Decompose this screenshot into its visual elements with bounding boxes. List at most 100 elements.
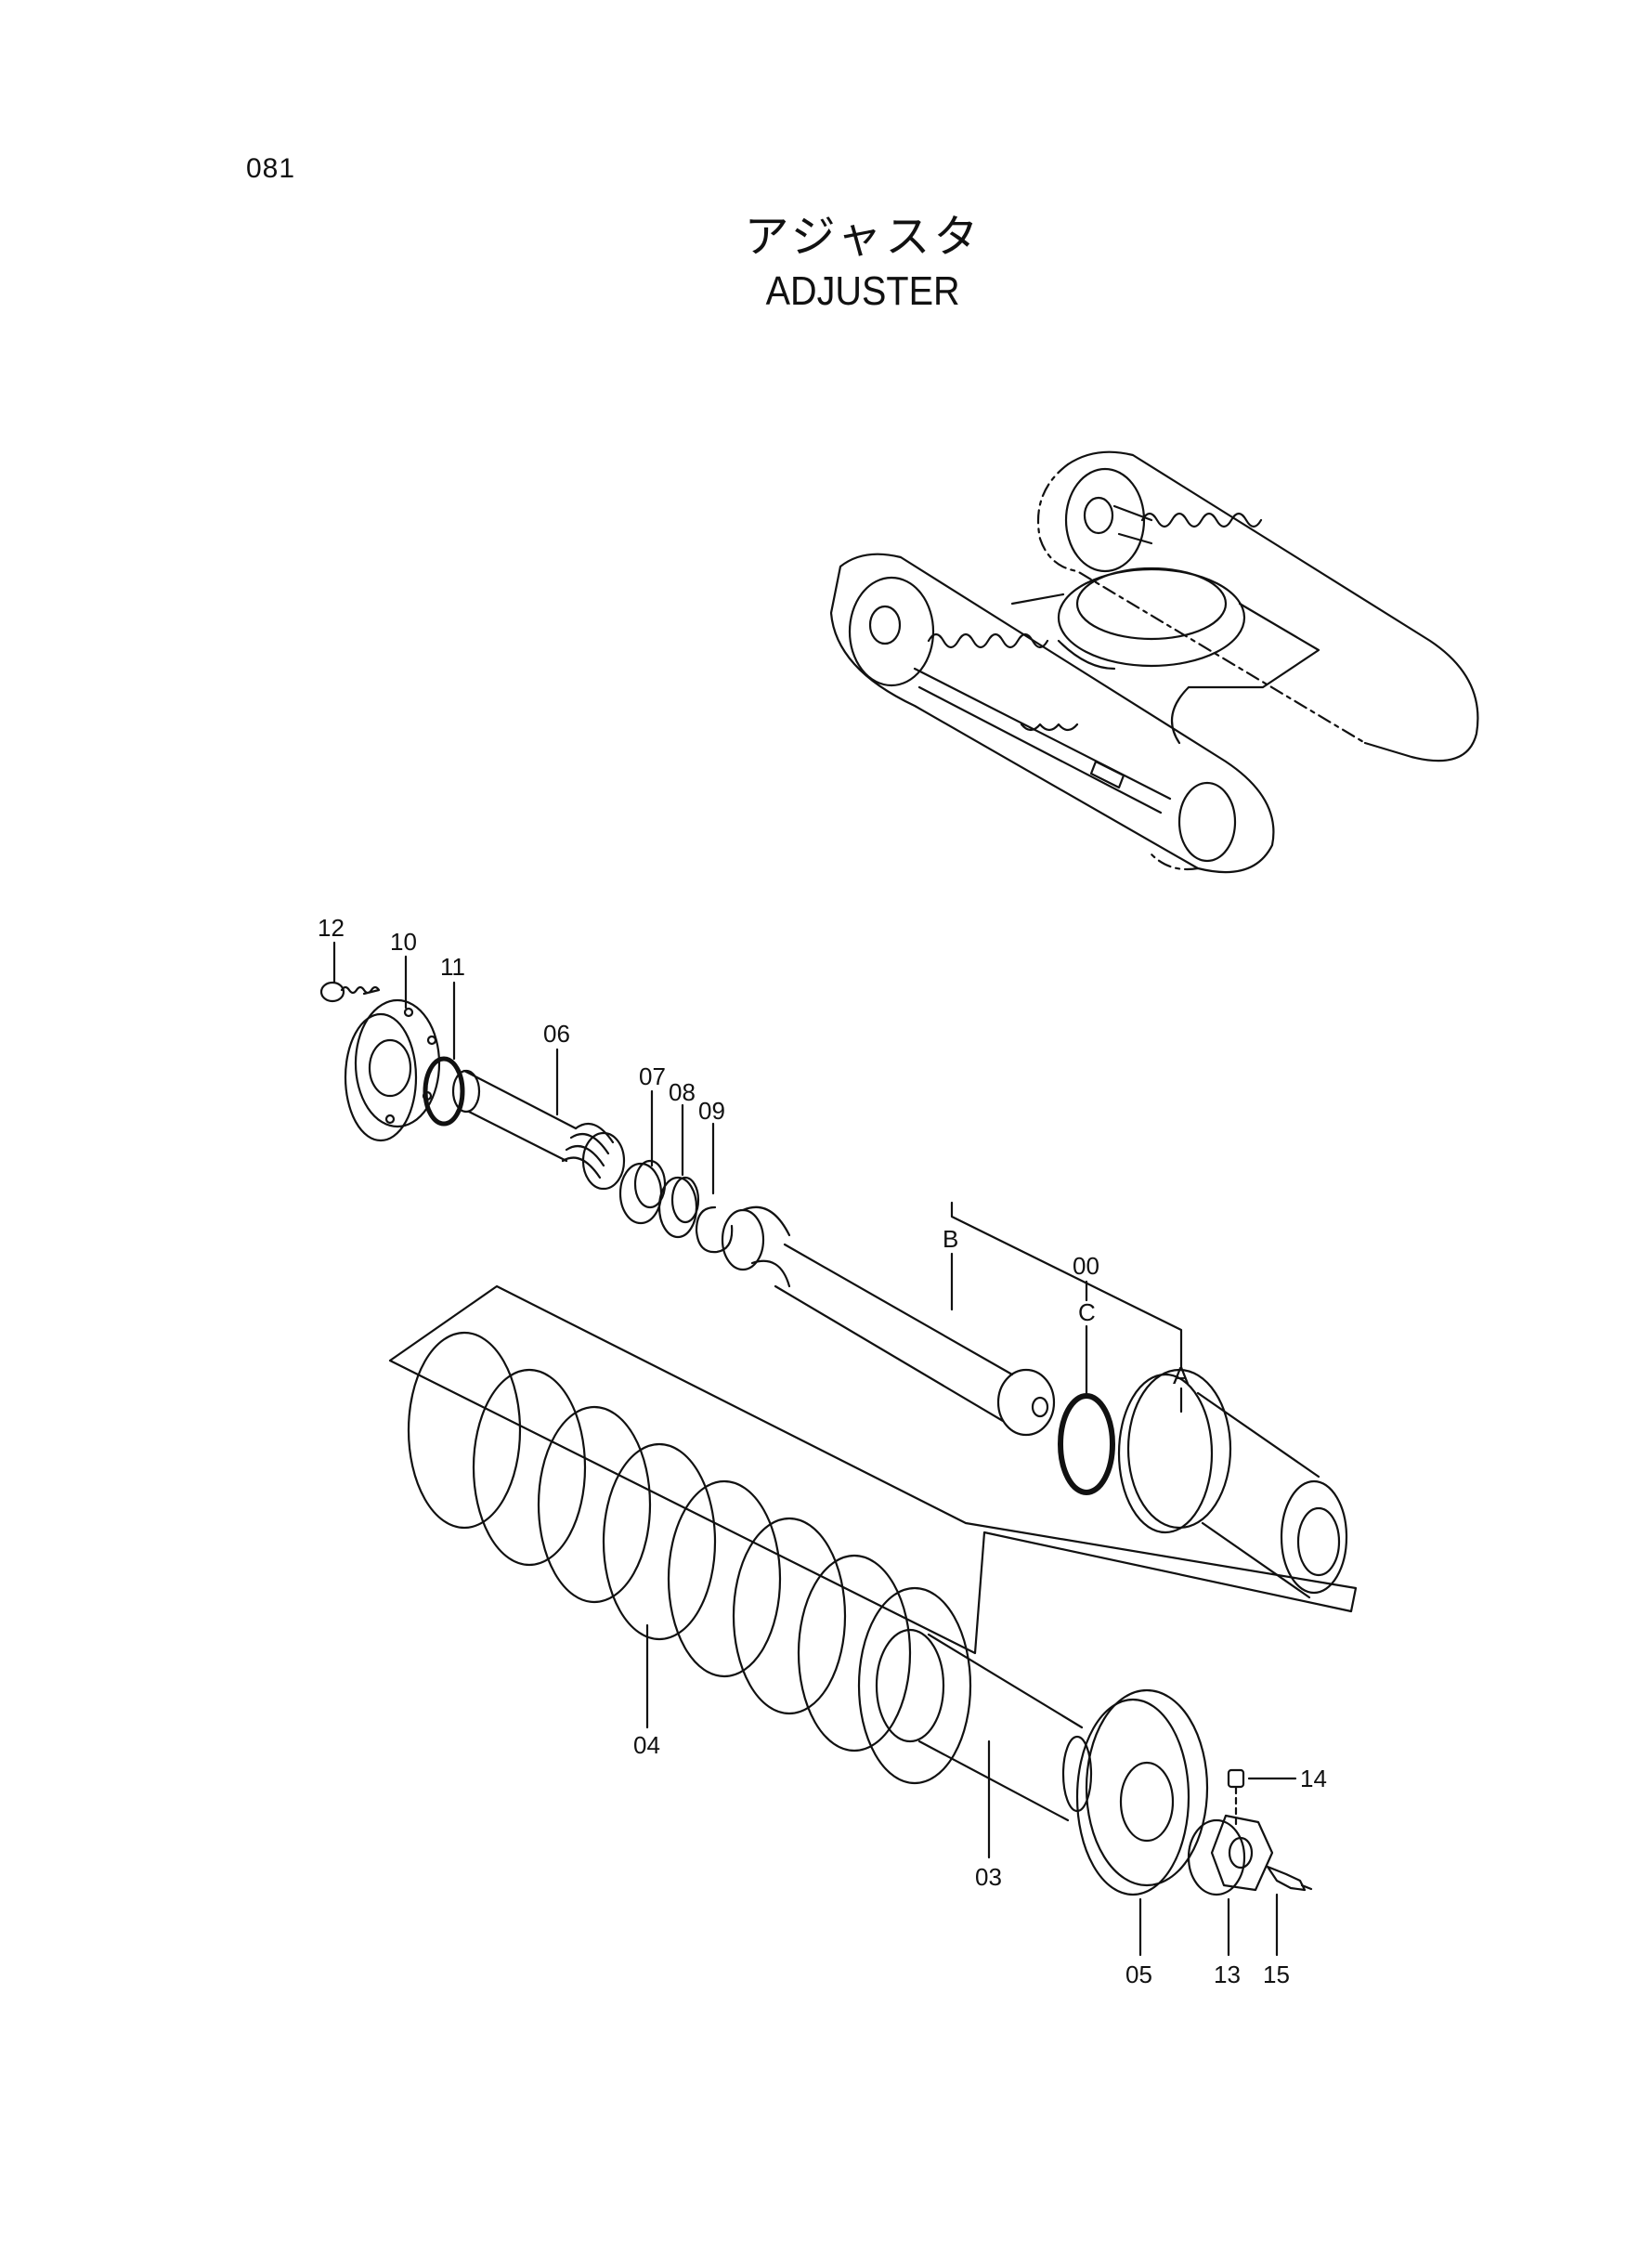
cylinder-b-head <box>721 1208 765 1271</box>
disc-center <box>1119 1761 1175 1843</box>
center-frame <box>1010 593 1320 745</box>
spring-coil <box>537 1405 652 1604</box>
rear-idler <box>1064 467 1146 573</box>
callout-00: 00 <box>1073 1252 1099 1280</box>
snap-ring-09 <box>695 1205 734 1254</box>
spring-coil <box>732 1517 847 1715</box>
part-07-packing <box>618 1089 667 1225</box>
guide-end <box>875 1628 945 1743</box>
front-idler-hub <box>868 605 902 645</box>
part-c-o-ring <box>1058 1393 1115 1495</box>
part-13-nut <box>1187 1814 1274 1957</box>
spring-coil <box>797 1554 912 1752</box>
spring-coil <box>407 1331 522 1530</box>
callout-a: A <box>1173 1362 1190 1389</box>
rod-head <box>581 1131 626 1191</box>
front-track-dash <box>1150 853 1200 871</box>
cylinder-b-end <box>996 1368 1056 1437</box>
callout-07: 07 <box>639 1062 666 1090</box>
nut-13-back <box>1187 1818 1246 1896</box>
part-14-cap <box>1227 1768 1297 1827</box>
title-block: アジャスタ ADJUSTER <box>0 200 1652 315</box>
part-15-fitting <box>1266 1865 1313 1957</box>
flange-back <box>344 1012 418 1142</box>
housing-bore <box>1296 1506 1341 1577</box>
flange-hole <box>426 1035 437 1046</box>
front-track-frame <box>913 667 1172 814</box>
assembly-00-bracket <box>950 1201 1183 1414</box>
guide-body <box>917 1633 1084 1822</box>
cap-14 <box>1227 1768 1245 1789</box>
fitting-15 <box>1266 1865 1313 1892</box>
disc-front <box>1085 1688 1209 1887</box>
housing-end <box>1280 1479 1348 1595</box>
nut-13-bore <box>1228 1836 1254 1870</box>
callout-labels: 12 10 11 06 07 08 09 B 00 C A 04 14 03 0… <box>318 914 1327 1988</box>
bolt-head <box>319 981 345 1003</box>
callout-09: 09 <box>698 1097 725 1125</box>
spring-coil <box>857 1586 972 1785</box>
housing-flange-back <box>1117 1373 1214 1534</box>
cylinder-b-body <box>774 1243 1014 1423</box>
housing-flange <box>1126 1368 1232 1530</box>
swing-bearing-top <box>1075 567 1228 641</box>
bracket-line <box>950 1201 1183 1372</box>
callout-03: 03 <box>975 1863 1002 1891</box>
flange-bore <box>368 1038 412 1098</box>
page-number: 081 <box>246 153 296 184</box>
cylinder-b-bore <box>1031 1396 1049 1418</box>
front-adjuster-spring <box>927 632 1049 649</box>
part-06-rod <box>451 1048 626 1191</box>
rear-idler-hub <box>1083 496 1114 535</box>
spring-coil <box>472 1368 587 1567</box>
rear-track-belt <box>1066 450 1479 762</box>
o-ring-11 <box>423 1056 465 1127</box>
part-b-cylinder <box>721 1205 1056 1437</box>
callout-b: B <box>943 1225 958 1253</box>
swing-bearing <box>1057 567 1246 668</box>
nut-13-hex <box>1210 1814 1274 1892</box>
flange-front <box>354 998 441 1128</box>
rear-track-outline <box>1036 463 1367 745</box>
callout-10: 10 <box>390 928 417 956</box>
spring-coil <box>602 1442 717 1641</box>
ring-08 <box>657 1176 698 1239</box>
packing-07 <box>618 1162 663 1225</box>
assembly-frame-outline <box>388 1284 1358 1655</box>
packing-07-inner <box>633 1159 667 1209</box>
disc-back <box>1075 1698 1190 1896</box>
rod-grooves <box>561 1122 615 1179</box>
callout-04: 04 <box>633 1731 660 1759</box>
callout-05: 05 <box>1125 1961 1152 1988</box>
callout-c: C <box>1078 1298 1096 1326</box>
front-sprocket <box>1177 781 1237 863</box>
callout-11: 11 <box>440 953 465 981</box>
housing-body <box>1196 1391 1320 1599</box>
part-a-housing <box>1117 1368 1348 1599</box>
front-idler <box>848 576 935 687</box>
part-11-o-ring <box>423 981 465 1127</box>
rod-body <box>462 1069 578 1163</box>
part-09-snap-ring <box>695 1122 734 1254</box>
bolt-thread <box>340 985 381 996</box>
part-04-spring <box>407 1331 972 1785</box>
callout-15: 15 <box>1263 1961 1290 1988</box>
rear-adjuster-spring <box>1140 512 1263 528</box>
callout-13: 13 <box>1214 1961 1241 1988</box>
part-05-disc <box>1075 1688 1209 1957</box>
part-08-ring <box>657 1103 700 1239</box>
part-10-flange <box>344 955 441 1142</box>
callout-08: 08 <box>669 1078 696 1106</box>
callout-12: 12 <box>318 914 345 942</box>
part-03-guide <box>875 1628 1093 1859</box>
flange-hole <box>403 1007 414 1018</box>
title-japanese: アジャスタ <box>744 211 982 263</box>
flange-hole <box>384 1114 396 1125</box>
callout-06: 06 <box>543 1020 570 1048</box>
undercarriage-overview <box>829 450 1479 874</box>
rear-rod <box>1112 504 1153 545</box>
spring-coil <box>667 1479 782 1678</box>
part-12-bolt <box>319 941 381 1003</box>
front-track-belt <box>829 553 1275 874</box>
